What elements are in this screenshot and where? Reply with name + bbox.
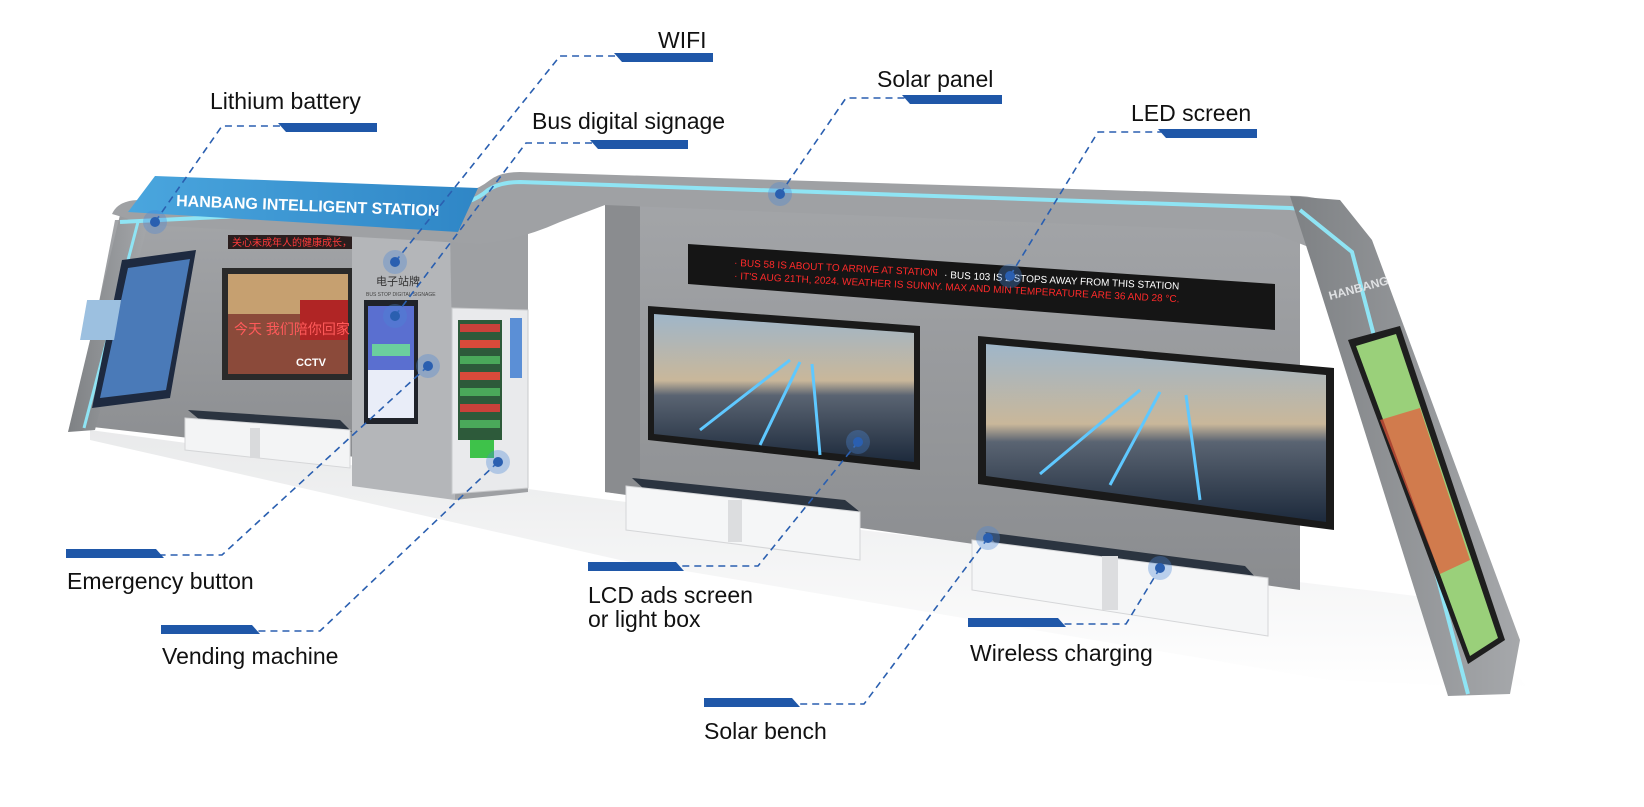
bar-emergency (66, 549, 164, 558)
label-lcd-ads-line2: or light box (588, 606, 701, 632)
red-ticker-strip (228, 235, 354, 249)
label-emergency-button: Emergency button (67, 568, 254, 594)
label-wireless-charging: Wireless charging (970, 640, 1153, 666)
callout-line-emergency (66, 365, 429, 556)
left-side-poster (80, 250, 196, 408)
callout-line-lcd (588, 441, 859, 567)
callout-line-solar-panel (779, 97, 1002, 195)
lcd-screen-2 (978, 336, 1334, 530)
marker-lithium (143, 210, 167, 234)
label-led-screen: LED screen (1131, 100, 1252, 126)
label-bus-digital-signage: Bus digital signage (532, 108, 726, 134)
label-solar-panel: Solar panel (877, 66, 994, 92)
marker-wireless (1148, 556, 1172, 580)
left-solar-bench (184, 410, 352, 469)
bar-lithium (278, 123, 377, 132)
label-solar-bench: Solar bench (704, 718, 827, 744)
middle-solar-bench (625, 478, 861, 561)
marker-vending (486, 450, 510, 474)
kiosk-subtitle: BUS STOP DIGITAL SIGNAGE (366, 292, 436, 298)
marker-solar-panel (768, 182, 792, 206)
marker-solar-bench (976, 526, 1000, 550)
callout-line-led-screen (1009, 131, 1256, 277)
bar-vending (161, 625, 260, 634)
poster-brand: CCTV (296, 357, 327, 369)
bar-wireless (968, 618, 1066, 627)
label-vending-machine: Vending machine (162, 643, 339, 669)
bar-wifi (614, 53, 713, 62)
bar-led-screen (1158, 129, 1257, 138)
bar-solar-bench (704, 698, 800, 707)
label-wifi: WIFI (658, 27, 707, 53)
right-side-frame: HANBANG (1290, 196, 1520, 696)
marker-lcd (846, 430, 870, 454)
label-lithium-battery: Lithium battery (210, 88, 361, 114)
callout-markers (143, 182, 1172, 580)
vending-machine-illustration (451, 307, 529, 495)
label-lcd-ads-line1: LCD ads screen (588, 582, 753, 608)
marker-led-screen (998, 264, 1022, 288)
shelter-illustration: 关心未成年人的健康成长，就是关爱 今天 我们陪你回家 CCTV 电子站牌 BUS… (68, 172, 1530, 696)
lcd-screen-1 (648, 306, 920, 470)
marker-bus-signage (383, 304, 407, 328)
poster-slogan: 今天 我们陪你回家 (234, 321, 350, 337)
roof-sign: HANBANG INTELLIGENT STATION (128, 176, 478, 232)
bar-bus-signage (590, 140, 688, 149)
main-wall-shade (605, 200, 640, 496)
callout-line-wifi (394, 55, 715, 263)
cctv-poster: 今天 我们陪你回家 CCTV (222, 268, 354, 380)
callout-bars (66, 53, 1257, 707)
marker-emergency (416, 354, 440, 378)
bar-lcd (588, 562, 684, 571)
right-solar-bench (971, 532, 1269, 637)
bar-solar-panel (902, 95, 1002, 104)
kiosk-title: 电子站牌 (376, 274, 420, 288)
led-screen-illustration: · BUS 58 IS ABOUT TO ARRIVE AT STATION ·… (688, 244, 1275, 330)
marker-wifi (383, 250, 407, 274)
